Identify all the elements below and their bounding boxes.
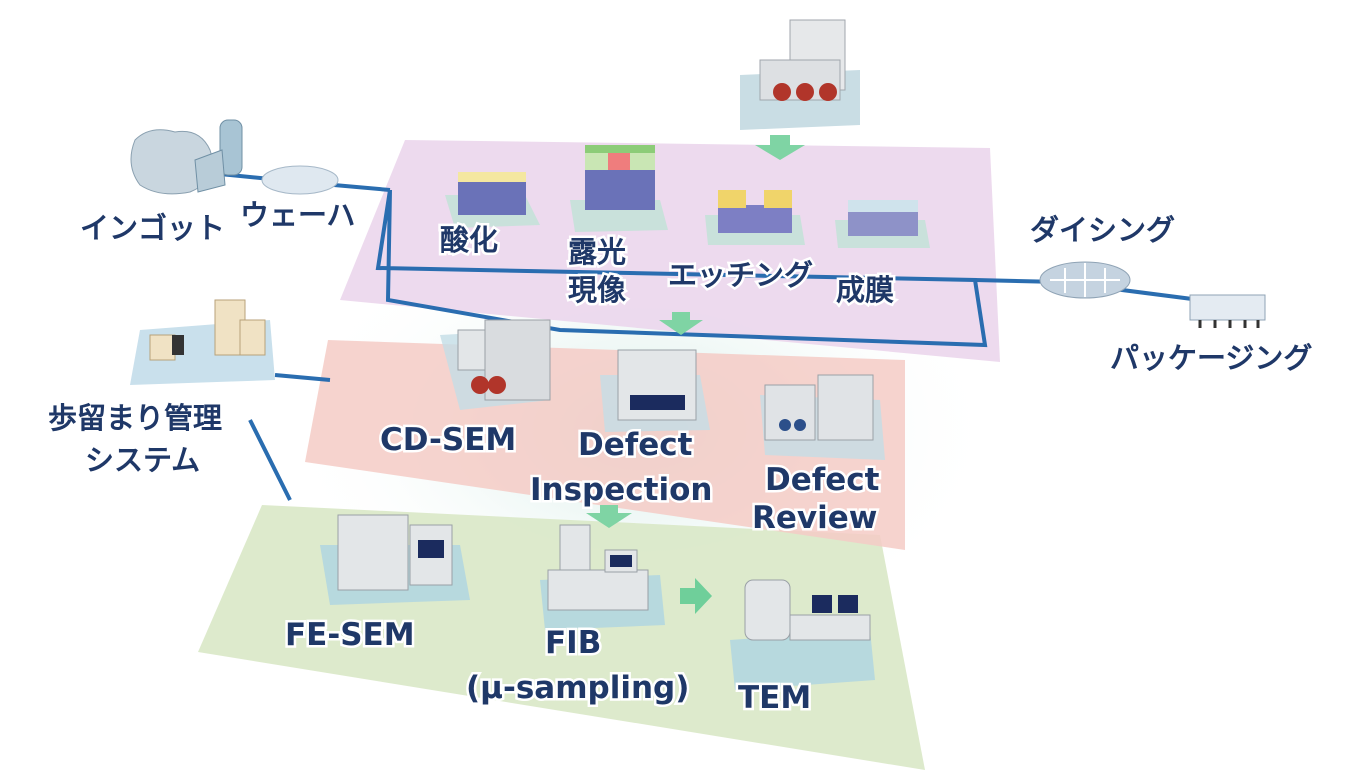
oxidation-label: 酸化 xyxy=(440,223,498,257)
arrow-icon xyxy=(755,135,805,160)
fe-sem-label: FE-SEM xyxy=(285,617,415,653)
yield-management-system-icon xyxy=(130,299,275,385)
deposition-label: 成膜 xyxy=(836,273,894,307)
fe-sem-equipment-icon xyxy=(320,514,470,605)
arrow-icon xyxy=(680,578,712,614)
tem-equipment-icon xyxy=(730,579,875,690)
exposure-block-icon xyxy=(570,145,668,232)
oxidation-block-icon xyxy=(445,172,540,228)
deposition-block-icon xyxy=(835,200,930,248)
defect-inspection-label-line1: Defect xyxy=(578,427,693,463)
inspection-plane xyxy=(305,340,905,550)
defect-review-equipment-icon xyxy=(760,374,885,460)
wafer-label: ウェーハ xyxy=(240,198,355,232)
exposure-label: 露光 xyxy=(568,235,626,269)
fib-label-line1: FIB xyxy=(545,625,601,661)
ingot-icon xyxy=(130,119,243,195)
fib-equipment-icon xyxy=(540,524,665,630)
ingot-label: インゴット xyxy=(80,211,225,245)
tem-label: TEM xyxy=(738,680,811,716)
fib-label-line2: (μ-sampling) xyxy=(466,670,689,706)
arrow-icon xyxy=(659,312,703,335)
packaging-label: パッケージング xyxy=(1110,341,1312,375)
yield-system-label-line2: システム xyxy=(85,443,200,477)
process-equipment-icon xyxy=(740,19,860,130)
defect-review-label-line1: Defect xyxy=(765,462,880,498)
wafer-icon xyxy=(261,165,339,195)
yield-system-label-line1: 歩留まり管理 xyxy=(48,401,222,435)
defect-inspection-equipment-icon xyxy=(600,349,710,432)
dicing-wafer-icon xyxy=(1039,261,1131,299)
defect-inspection-label-line2: Inspection xyxy=(530,472,712,508)
etching-label: エッチング xyxy=(668,258,813,292)
development-label: 現像 xyxy=(568,273,626,307)
arrow-icon xyxy=(586,505,632,528)
package-chip-icon xyxy=(1189,294,1266,328)
etching-block-icon xyxy=(705,190,805,245)
cd-sem-label: CD-SEM xyxy=(380,422,516,458)
defect-review-label-line2: Review xyxy=(752,500,877,536)
cd-sem-equipment-icon xyxy=(440,319,551,410)
dicing-label: ダイシング xyxy=(1030,213,1175,247)
